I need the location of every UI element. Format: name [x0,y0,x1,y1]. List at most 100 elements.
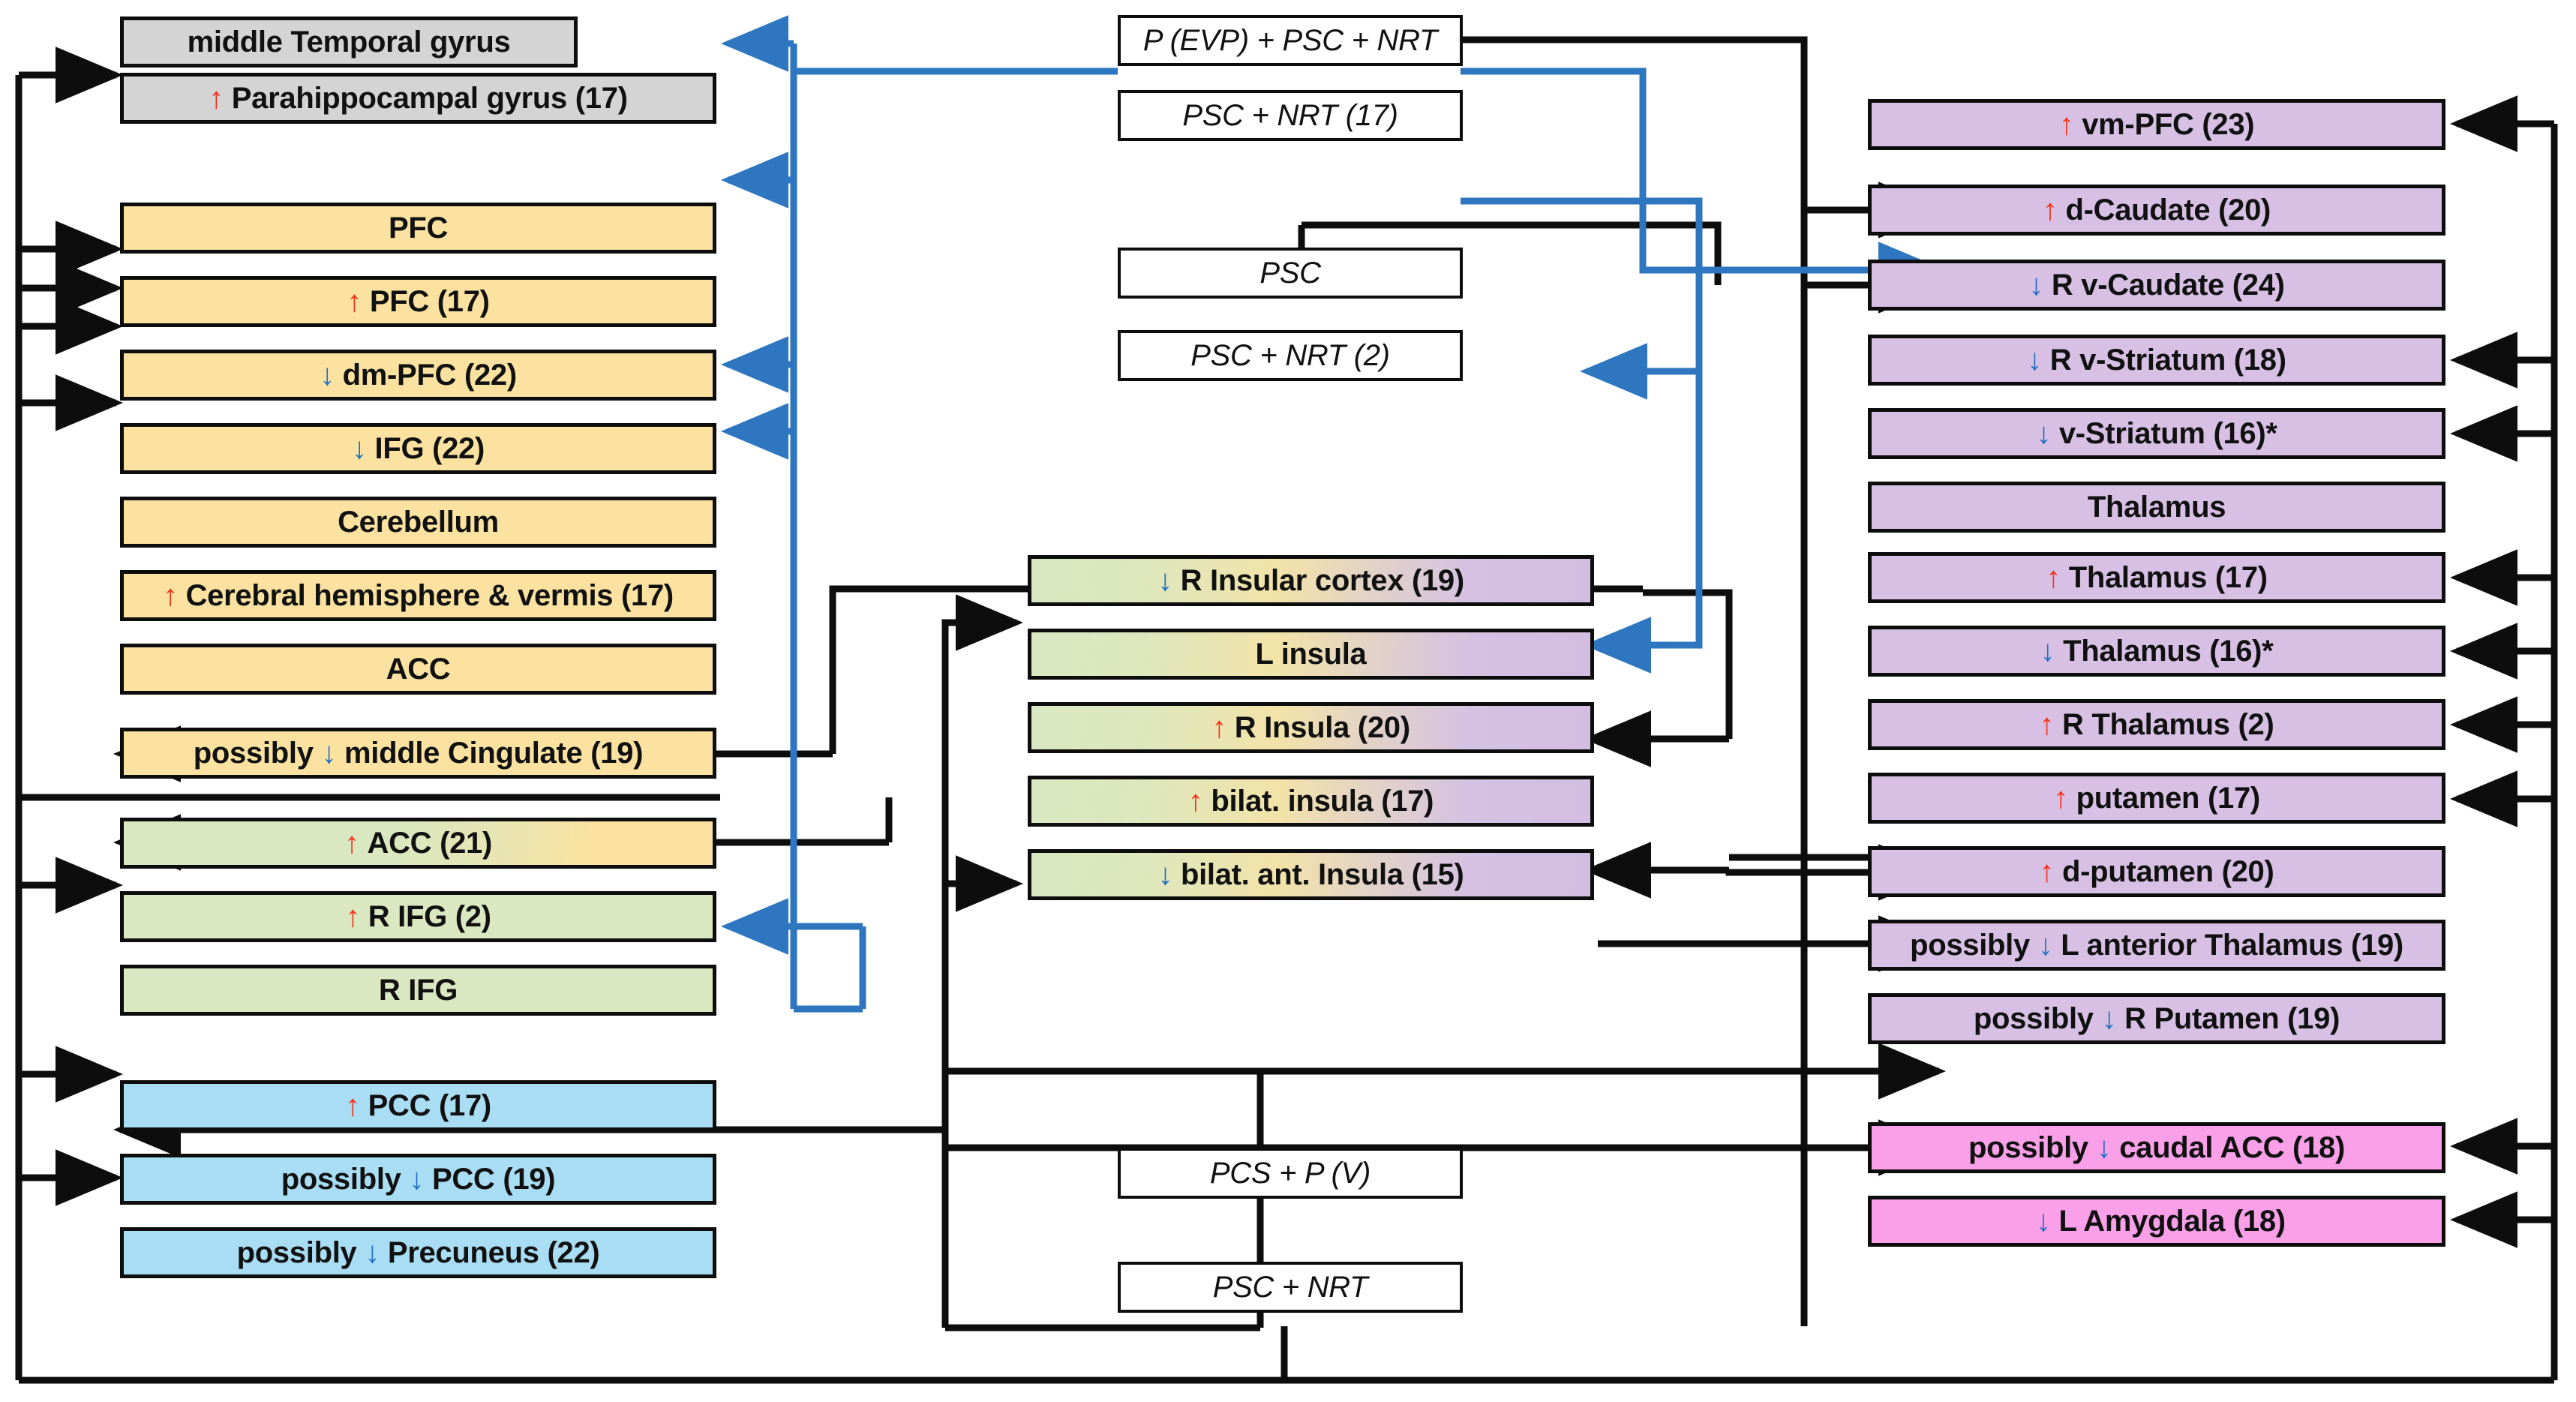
node-bilat-ant-insula-15[interactable]: ↓ bilat. ant. Insula (15) [1028,849,1594,900]
node-label: L insula [1255,638,1367,671]
node-psc-nrt-2[interactable]: PSC + NRT (2) [1118,330,1463,381]
node-precuneus-22[interactable]: possibly ↓ Precuneus (22) [120,1227,716,1278]
node-acc-21[interactable]: ↑ ACC (21) [120,818,716,869]
node-psc-nrt-17[interactable]: PSC + NRT (17) [1118,90,1463,141]
node-label: PCC (17) [368,1089,492,1122]
down-arrow-icon: ↓ [2036,1205,2051,1238]
up-arrow-icon: ↑ [1187,785,1203,818]
node-label: PFC (17) [369,285,490,318]
node-r-thalamus-2[interactable]: ↑ R Thalamus (2) [1868,699,2445,750]
node-r-ifg[interactable]: R IFG [120,965,716,1016]
node-label: L Amygdala (18) [2058,1205,2286,1238]
node-psc-nrt[interactable]: PSC + NRT [1118,1262,1463,1313]
node-label: caudal ACC (18) [2119,1131,2345,1164]
node-label: putamen (17) [2076,782,2261,815]
node-label: Cerebellum [338,506,499,539]
node-d-putamen-20[interactable]: ↑ d-putamen (20) [1868,846,2445,897]
up-arrow-icon: ↑ [345,900,360,933]
down-arrow-icon: ↓ [320,359,335,392]
node-label: dm-PFC (22) [342,359,518,392]
node-prefix: possibly [1973,1002,2094,1035]
node-label: PSC + NRT [1212,1271,1368,1304]
node-prefix: possibly [1910,929,2030,962]
node-putamen-17[interactable]: ↑ putamen (17) [1868,773,2445,824]
up-arrow-icon: ↑ [209,82,224,115]
node-label: Cerebral hemisphere & vermis (17) [185,579,674,612]
node-label: Thalamus [2087,491,2226,524]
node-cerebellum[interactable]: Cerebellum [120,497,716,548]
up-arrow-icon: ↑ [347,285,362,318]
node-thalamus-16[interactable]: ↓ Thalamus (16)* [1868,626,2445,677]
down-arrow-icon: ↓ [1157,858,1173,891]
up-arrow-icon: ↑ [344,827,359,860]
node-prefix: possibly [1968,1131,2088,1164]
up-arrow-icon: ↑ [163,579,178,612]
node-middle-cingulate-19[interactable]: possibly ↓ middle Cingulate (19) [120,728,716,779]
up-arrow-icon: ↑ [2053,782,2068,815]
node-r-insula-20[interactable]: ↑ R Insula (20) [1028,702,1594,753]
up-arrow-icon: ↑ [2039,855,2055,888]
node-label: PCS + P (V) [1209,1157,1371,1190]
node-thalamus[interactable]: Thalamus [1868,482,2445,533]
down-arrow-icon: ↓ [1157,564,1172,597]
node-p-evp-psc-nrt[interactable]: P (EVP) + PSC + NRT [1118,15,1463,66]
node-thalamus-17[interactable]: ↑ Thalamus (17) [1868,552,2445,603]
down-arrow-icon: ↓ [2028,269,2044,302]
node-label: Thalamus (17) [2068,561,2268,594]
node-label: PSC + NRT (2) [1190,339,1390,372]
node-pfc[interactable]: PFC [120,203,716,254]
node-acc[interactable]: ACC [120,644,716,695]
up-arrow-icon: ↑ [1211,711,1226,744]
down-arrow-icon: ↓ [351,432,367,465]
node-vm-pfc-23[interactable]: ↑ vm-PFC (23) [1868,99,2445,150]
node-label: R IFG (2) [368,900,491,933]
node-prefix: possibly [236,1236,357,1269]
node-prefix: possibly [281,1163,401,1196]
node-label: bilat. ant. Insula (15) [1180,858,1464,891]
node-label: R Insular cortex (19) [1180,564,1465,597]
node-r-ifg-2[interactable]: ↑ R IFG (2) [120,891,716,942]
up-arrow-icon: ↑ [2039,708,2055,741]
node-d-caudate-20[interactable]: ↑ d-Caudate (20) [1868,185,2445,236]
node-label: L anterior Thalamus (19) [2061,929,2403,962]
down-arrow-icon: ↓ [409,1163,425,1196]
node-r-putamen-19[interactable]: possibly ↓ R Putamen (19) [1868,993,2445,1044]
node-parahippocampal-gyrus[interactable]: ↑ Parahippocampal gyrus (17) [120,73,716,124]
node-ifg-22[interactable]: ↓ IFG (22) [120,423,716,474]
down-arrow-icon: ↓ [2027,344,2042,377]
node-r-v-caudate-24[interactable]: ↓ R v-Caudate (24) [1868,260,2445,311]
node-label: PSC [1259,257,1321,290]
node-label: middle Temporal gyrus [187,26,511,59]
node-pcc-17[interactable]: ↑ PCC (17) [120,1080,716,1131]
node-l-amygdala-18[interactable]: ↓ L Amygdala (18) [1868,1196,2445,1247]
node-cerebral-hemisphere-vermis-17[interactable]: ↑ Cerebral hemisphere & vermis (17) [120,570,716,621]
node-label: P (EVP) + PSC + NRT [1142,24,1438,57]
node-label: PFC [388,212,449,245]
node-l-insula[interactable]: L insula [1028,629,1594,680]
node-l-anterior-thalamus-19[interactable]: possibly ↓ L anterior Thalamus (19) [1868,920,2445,971]
node-label: PSC + NRT (17) [1182,99,1398,132]
node-r-v-striatum-18[interactable]: ↓ R v-Striatum (18) [1868,335,2445,386]
node-pfc-17[interactable]: ↑ PFC (17) [120,276,716,327]
node-label: bilat. insula (17) [1211,785,1434,818]
node-label: R Thalamus (2) [2062,708,2274,741]
node-pcs-p-v[interactable]: PCS + P (V) [1118,1148,1463,1199]
up-arrow-icon: ↑ [2042,194,2058,227]
node-label: Parahippocampal gyrus (17) [231,82,628,115]
node-r-insular-cortex-19[interactable]: ↓ R Insular cortex (19) [1028,555,1594,606]
up-arrow-icon: ↑ [2058,108,2074,141]
node-label: Precuneus (22) [387,1236,600,1269]
down-arrow-icon: ↓ [365,1236,380,1269]
node-middle-temporal-gyrus[interactable]: middle Temporal gyrus [120,17,578,68]
node-dm-pfc-22[interactable]: ↓ dm-PFC (22) [120,350,716,401]
node-label: IFG (22) [374,432,485,465]
node-v-striatum-16[interactable]: ↓ v-Striatum (16)* [1868,408,2445,459]
node-caudal-acc-18[interactable]: possibly ↓ caudal ACC (18) [1868,1122,2445,1173]
node-label: ACC [386,653,451,686]
node-label: middle Cingulate (19) [344,737,644,770]
node-psc[interactable]: PSC [1118,248,1463,299]
node-pcc-19[interactable]: possibly ↓ PCC (19) [120,1154,716,1205]
node-bilat-insula-17[interactable]: ↑ bilat. insula (17) [1028,776,1594,827]
node-label: v-Striatum (16)* [2058,417,2277,450]
